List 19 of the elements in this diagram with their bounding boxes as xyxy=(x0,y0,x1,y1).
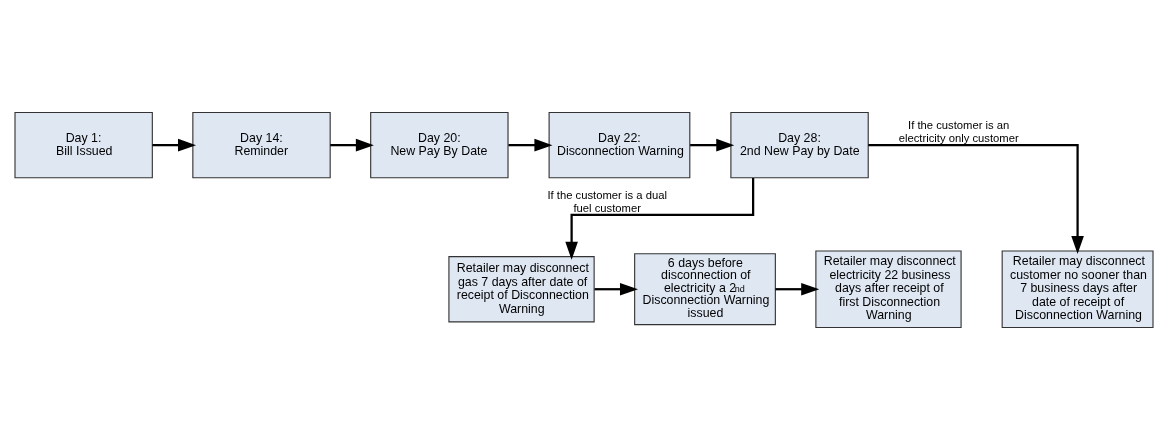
arrow xyxy=(775,282,820,296)
node-box: Retailer may disconnect electricity 22 business days after receipt of first Disconnection Warning xyxy=(815,249,962,328)
node-box: 6 days before disconnection of electricity a 2nd Disconnection Warning issued xyxy=(634,252,776,325)
arrow xyxy=(330,138,374,151)
arrow xyxy=(565,177,755,260)
arrow xyxy=(594,282,638,296)
arrow xyxy=(868,143,1084,254)
arrow xyxy=(508,138,553,151)
edge-label: If the customer is an electricity only customer xyxy=(898,118,1019,144)
node-box: Day 20: New Pay By Date xyxy=(370,111,509,178)
arrow xyxy=(690,138,735,151)
node-box: Retailer may disconnect customer no sooner than 7 business days after date of receipt of Disconnection Warning xyxy=(1001,249,1154,328)
node-box: Day 28: 2nd New Pay by Date xyxy=(730,111,869,178)
node-box: Day 22: Disconnection Warning xyxy=(548,111,691,178)
node-box: Retailer may disconnect gas 7 days after date of receipt of Disconnection Warning xyxy=(448,255,595,322)
edge-label: If the customer is a dual fuel customer xyxy=(547,188,667,214)
node-box: Day 1: Bill Issued xyxy=(14,111,153,178)
arrow xyxy=(152,138,197,151)
node-box: Day 14: Reminder xyxy=(192,111,331,178)
